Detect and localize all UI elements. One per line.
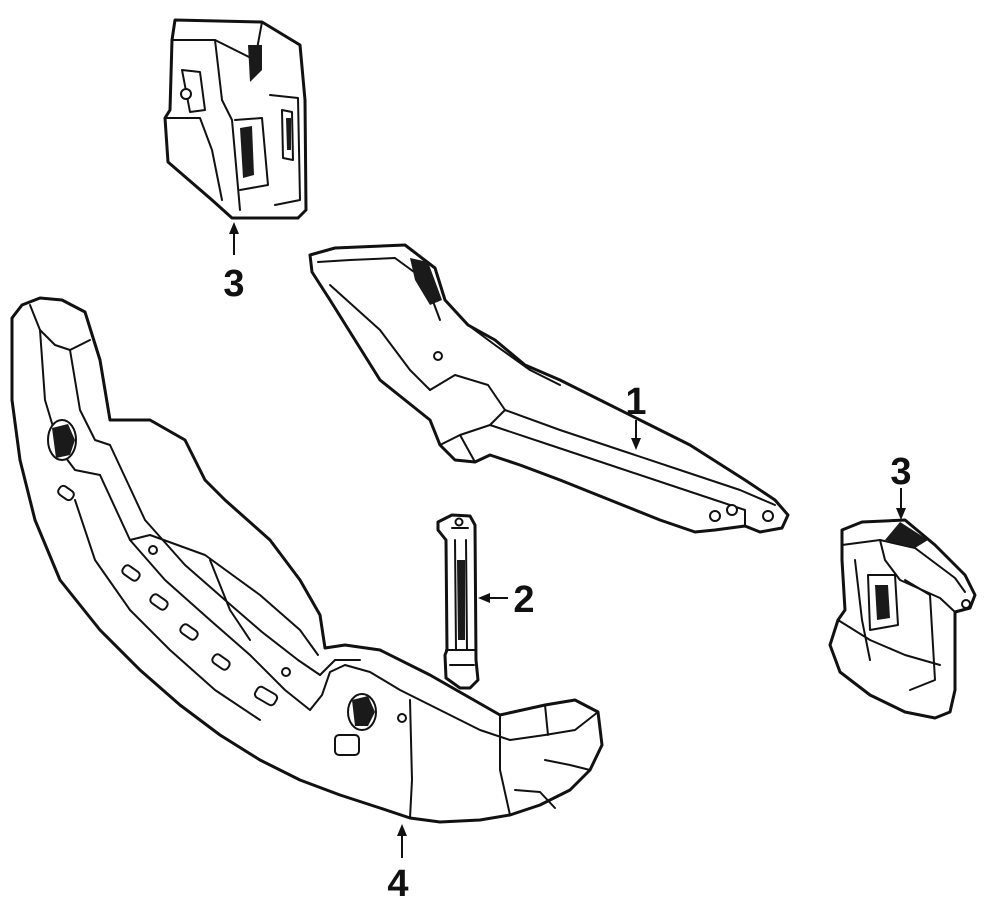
leader-lines xyxy=(229,222,906,858)
part-4-lower-support xyxy=(10,296,604,824)
arrow-part-2 xyxy=(478,593,490,603)
arrow-part-3-right xyxy=(896,508,906,520)
callout-part-1: 1 xyxy=(625,381,646,423)
callout-part-3-right: 3 xyxy=(890,451,911,493)
arrow-part-4 xyxy=(397,824,407,836)
part-2-vertical-bracket xyxy=(436,513,480,690)
part-1-upper-support xyxy=(308,243,790,534)
callout-part-3-upper: 3 xyxy=(223,263,244,305)
part-3-right-bracket xyxy=(828,518,977,720)
part-3-upper-bracket xyxy=(163,18,308,220)
callout-part-2: 2 xyxy=(513,579,534,621)
callout-part-4: 4 xyxy=(387,863,408,905)
arrow-part-3-upper xyxy=(229,222,239,234)
arrow-part-1 xyxy=(631,438,641,450)
